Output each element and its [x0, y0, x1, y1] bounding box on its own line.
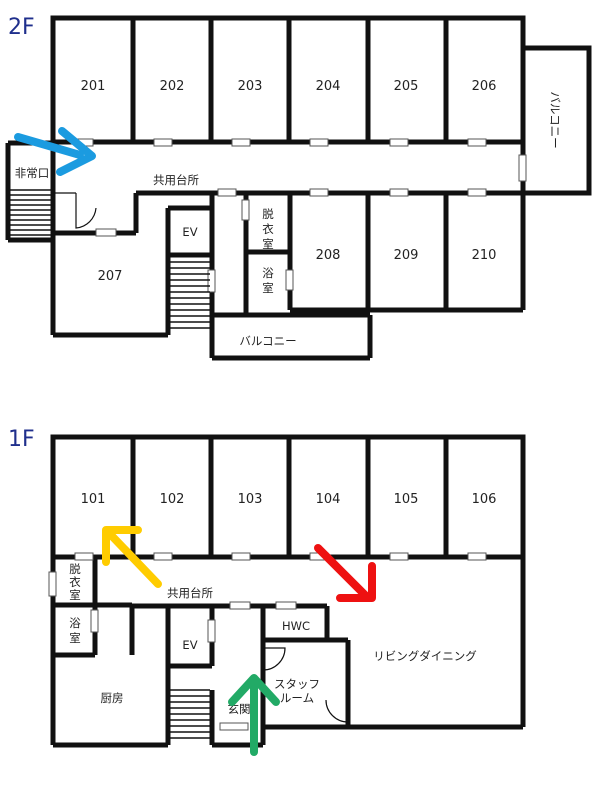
- svg-text:室: 室: [262, 281, 274, 295]
- room-209-label: 209: [394, 248, 419, 263]
- floor-2f: 2F: [5, 15, 592, 361]
- room-203-label: 203: [238, 79, 263, 94]
- floor-1f: 1F: [8, 427, 526, 756]
- elevator-1f-label: EV: [182, 638, 197, 652]
- room-210-label: 210: [472, 248, 497, 263]
- room-106-label: 106: [472, 492, 497, 507]
- svg-text:衣: 衣: [262, 222, 274, 236]
- svg-text:室: 室: [69, 588, 81, 602]
- room-102-label: 102: [160, 492, 185, 507]
- stairs-emergency-2f: [10, 189, 51, 236]
- room-205-label: 205: [394, 79, 419, 94]
- svg-text:室: 室: [262, 237, 274, 251]
- room-208-label: 208: [316, 248, 341, 263]
- balcony-2f-bottom-label: バルコニー: [239, 334, 296, 348]
- staff-room-label: スタッフ ルーム: [274, 677, 320, 705]
- svg-text:脱: 脱: [69, 562, 81, 576]
- doors-1f: [48, 552, 487, 731]
- common-kitchen-2f-label: 共用台所: [153, 173, 199, 187]
- arrow-living-1f: [314, 544, 376, 602]
- room-202-label: 202: [160, 79, 185, 94]
- doors-2f: [74, 138, 527, 293]
- changing-room-1f-label: 脱 衣 室: [69, 562, 81, 602]
- stairs-main-1f: [170, 689, 210, 739]
- room-206-label: 206: [472, 79, 497, 94]
- living-dining-label: リビングダイニング: [373, 649, 477, 663]
- svg-text:バルコニー: バルコニー: [548, 91, 562, 148]
- elevator-2f-label: EV: [182, 225, 197, 239]
- room-101-label: 101: [81, 492, 106, 507]
- walls-1f: [50, 434, 526, 748]
- changing-room-2f-label: 脱 衣 室: [262, 207, 274, 251]
- room-201-label: 201: [81, 79, 106, 94]
- door-swing-2f: [53, 192, 97, 229]
- kitchen-label: 厨房: [101, 691, 124, 705]
- room-204-label: 204: [316, 79, 341, 94]
- common-kitchen-1f-label: 共用台所: [167, 586, 213, 600]
- arrow-entrance-1f: [228, 674, 280, 756]
- room-207-label: 207: [98, 269, 123, 284]
- svg-text:衣: 衣: [69, 575, 81, 589]
- svg-text:浴: 浴: [69, 616, 81, 630]
- svg-text:浴: 浴: [262, 266, 274, 280]
- hwc-label: HWC: [282, 619, 310, 633]
- svg-text:ルーム: ルーム: [280, 691, 314, 705]
- svg-text:脱: 脱: [262, 207, 274, 221]
- walls-2f: [5, 15, 592, 361]
- svg-text:スタッフ: スタッフ: [274, 677, 320, 691]
- stairs-main-2f: [170, 261, 210, 329]
- floor-label-1f: 1F: [8, 427, 35, 452]
- bathroom-1f-label: 浴 室: [69, 616, 81, 645]
- emergency-exit-label: 非常口: [15, 166, 50, 180]
- arrow-emergency-exit-2f: [14, 127, 96, 176]
- arrow-room-101: [102, 526, 162, 588]
- room-103-label: 103: [238, 492, 263, 507]
- balcony-2f-side-label: バルコニー: [548, 91, 562, 148]
- floor-label-2f: 2F: [8, 15, 35, 40]
- door-swings-1f: [262, 647, 349, 723]
- room-105-label: 105: [394, 492, 419, 507]
- bathroom-2f-label: 浴 室: [262, 266, 274, 295]
- room-104-label: 104: [316, 492, 341, 507]
- svg-text:室: 室: [69, 631, 81, 645]
